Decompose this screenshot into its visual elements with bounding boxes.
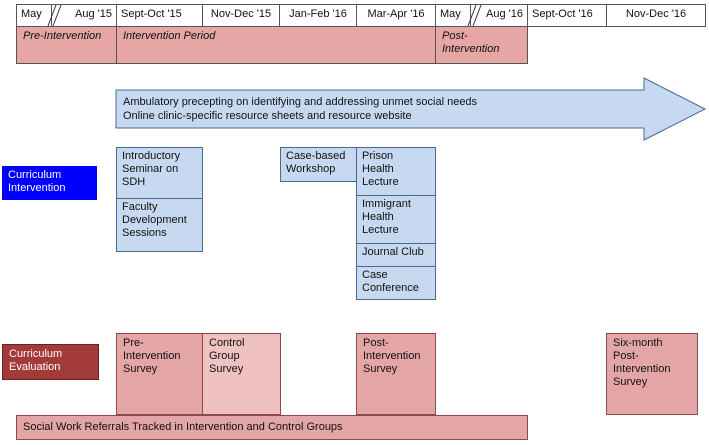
period-may-16: May (435, 4, 471, 27)
period-aug-15: Aug '15 (51, 4, 117, 27)
faculty-development-box: Faculty Development Sessions (116, 198, 203, 252)
control-group-survey-box: Control Group Survey (202, 333, 281, 415)
pre-intervention-survey-box: Pre- Intervention Survey (116, 333, 203, 415)
prison-health-lecture-box: Prison Health Lecture (356, 147, 436, 196)
phase-pre-intervention: Pre-Intervention (16, 26, 117, 64)
arrow-text-line-1: Ambulatory precepting on identifying and… (123, 96, 478, 108)
period-mar-apr-16: Mar-Apr '16 (356, 4, 436, 27)
case-conference-box: Case Conference (356, 266, 436, 300)
journal-club-box: Journal Club (356, 243, 436, 267)
immigrant-health-lecture-box: Immigrant Health Lecture (356, 195, 436, 244)
arrow-text-line-2: Online clinic-specific resource sheets a… (123, 110, 412, 122)
period-jan-feb-16: Jan-Feb '16 (279, 4, 357, 27)
six-month-survey-box: Six-month Post- Intervention Survey (606, 333, 698, 415)
curriculum-intervention-label: Curriculum Intervention (2, 166, 97, 200)
ambulatory-arrow (115, 77, 707, 141)
period-sept-oct-16: Sept-Oct '16 (527, 4, 607, 27)
case-based-workshop-box: Case-based Workshop (280, 147, 357, 182)
period-nov-dec-15: Nov-Dec '15 (202, 4, 280, 27)
period-sept-oct-15: Sept-Oct '15 (116, 4, 203, 27)
social-work-referrals-bar: Social Work Referrals Tracked in Interve… (16, 415, 528, 440)
phase-intervention-period: Intervention Period (116, 26, 436, 64)
introductory-seminar-box: Introductory Seminar on SDH (116, 147, 203, 199)
phase-post-intervention: Post- Intervention (435, 26, 528, 64)
period-nov-dec-16: Nov-Dec '16 (606, 4, 706, 27)
post-intervention-survey-box: Post- Intervention Survey (356, 333, 436, 415)
timeline-break-15 (47, 4, 62, 27)
timeline-break-16 (467, 4, 482, 27)
curriculum-evaluation-label: Curriculum Evaluation (2, 344, 99, 380)
